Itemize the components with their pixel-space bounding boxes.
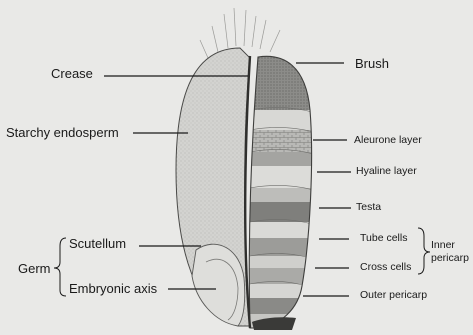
label-brush: Brush — [355, 57, 389, 70]
label-crease: Crease — [51, 67, 93, 80]
label-cross-cells: Cross cells — [360, 262, 411, 273]
germ-brace — [54, 238, 66, 296]
label-hyaline-layer: Hyaline layer — [356, 166, 417, 177]
label-inner: Inner — [431, 240, 455, 251]
label-aleurone-layer: Aleurone layer — [354, 135, 422, 146]
label-pericarp: pericarp — [431, 253, 469, 264]
inner-pericarp-brace — [418, 228, 430, 274]
section-layers — [240, 50, 320, 335]
label-outer-pericarp: Outer pericarp — [360, 290, 427, 301]
label-germ: Germ — [18, 262, 51, 275]
label-embryonic-axis: Embryonic axis — [69, 282, 157, 295]
label-starchy-endosperm: Starchy endosperm — [6, 126, 119, 139]
label-scutellum: Scutellum — [69, 237, 126, 250]
label-tube-cells: Tube cells — [360, 233, 407, 244]
label-testa: Testa — [356, 202, 381, 213]
